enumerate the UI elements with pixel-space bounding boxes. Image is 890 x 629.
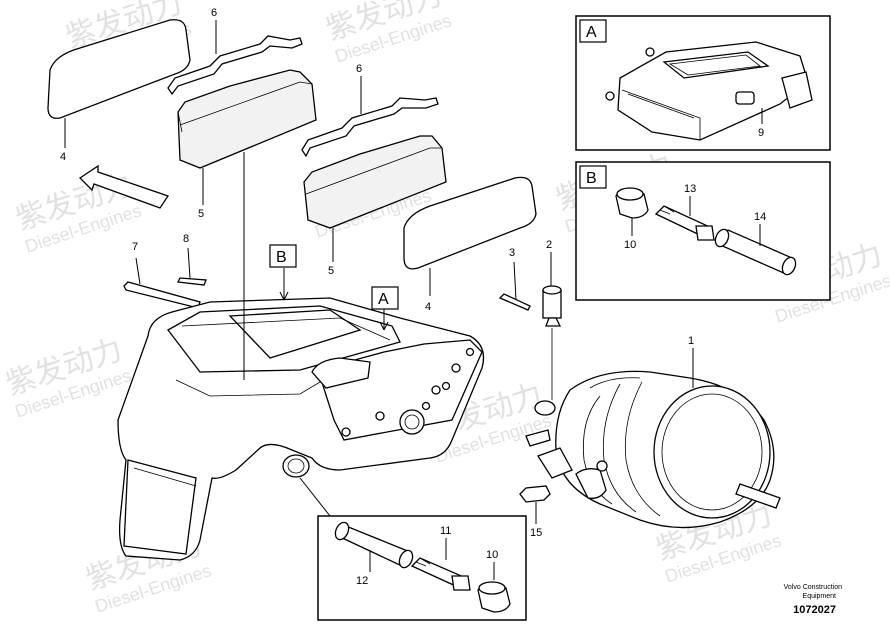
callout-5-upper: 5 (198, 208, 204, 220)
callout-8: 8 (183, 233, 189, 245)
view-marker-a-box (371, 286, 399, 310)
brake-pad-5-lower (303, 135, 447, 229)
guide-pin-13 (654, 205, 715, 241)
callout-7: 7 (132, 241, 138, 253)
callout-10-detail-bushing: 10 (486, 549, 498, 561)
footer-category: Equipment (803, 593, 837, 600)
callout-9: 9 (758, 127, 764, 139)
detail-box-a-label: A (586, 24, 597, 41)
detail-box-a: A 9 (575, 15, 831, 151)
view-marker-b: B (276, 249, 287, 266)
callout-6-lower: 6 (356, 63, 362, 75)
retaining-spring-6-upper (167, 35, 303, 96)
callout-14: 14 (754, 211, 766, 223)
callout-13: 13 (684, 183, 696, 195)
callout-11: 11 (440, 525, 451, 537)
guide-pin-11 (410, 557, 471, 591)
detail-box-bushing: 12 11 10 (317, 515, 527, 621)
callout-4-right: 4 (425, 301, 431, 313)
caliper-housing (117, 297, 485, 561)
wear-sensor-9 (605, 41, 813, 141)
callout-5-lower: 5 (328, 265, 334, 277)
pin-8 (177, 277, 207, 286)
fitting-15 (519, 485, 551, 503)
sleeve-14 (714, 228, 797, 276)
sleeve-12 (334, 521, 414, 569)
retaining-spring-6-lower (301, 97, 439, 158)
callout-6-upper: 6 (211, 7, 217, 19)
footer-drawing-number: 1072027 (793, 604, 836, 616)
footer-brand: Volvo Construction (784, 584, 842, 591)
callout-10-detail-b: 10 (624, 239, 636, 251)
clevis-pin-2 (542, 285, 562, 327)
cap-10-detail-b (615, 187, 649, 219)
callout-15: 15 (530, 527, 542, 539)
callout-3: 3 (509, 247, 515, 259)
callout-12: 12 (356, 575, 368, 587)
cap-10-detail-bushing (477, 581, 511, 613)
brake-pad-plate-4-right (403, 176, 537, 270)
direction-arrow (78, 164, 170, 209)
detail-box-b: B 10 13 14 (575, 161, 831, 301)
brake-chamber-1 (525, 370, 781, 529)
callout-4-left: 4 (60, 151, 66, 163)
view-marker-a: A (378, 291, 389, 308)
brake-pad-5-upper (177, 69, 317, 169)
detail-box-b-label: B (586, 170, 597, 187)
bolt-7 (123, 281, 201, 309)
callout-2: 2 (546, 239, 552, 251)
callout-1: 1 (688, 335, 694, 347)
pin-3 (498, 293, 531, 311)
brake-pad-plate-4-left (47, 19, 191, 119)
view-marker-b-box (269, 244, 297, 268)
